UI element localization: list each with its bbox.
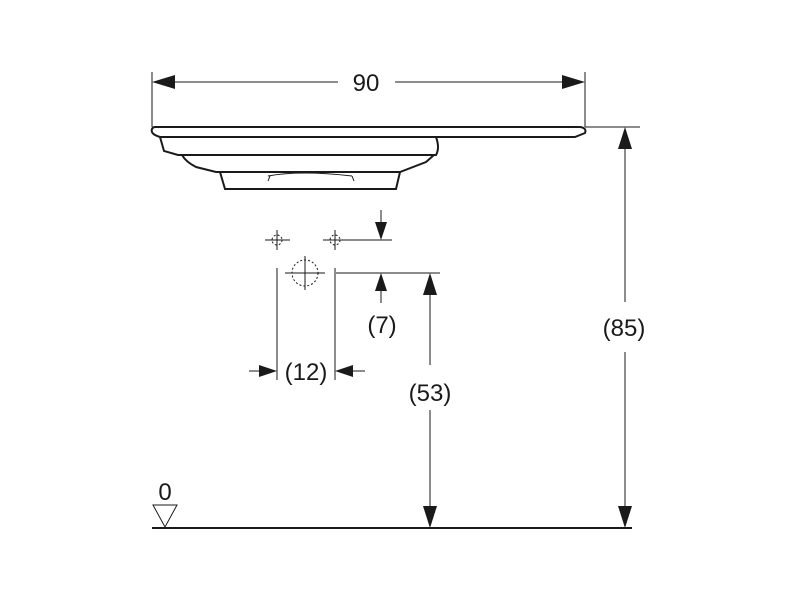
washbasin-profile xyxy=(150,126,587,190)
total-height-arrow-top xyxy=(618,127,632,149)
spacing-arrow-right xyxy=(335,365,353,377)
outlet-height-arrow-top xyxy=(423,273,437,295)
tap-right-symbol xyxy=(323,230,348,250)
tap-positions xyxy=(265,230,440,290)
width-label: 90 xyxy=(353,70,380,97)
outlet-symbol xyxy=(285,256,325,290)
spacing-arrow-left xyxy=(259,365,277,377)
floor-reference: 0 xyxy=(152,479,632,529)
level-triangle-icon xyxy=(152,504,178,529)
outlet-height-label: (53) xyxy=(409,380,452,407)
width-arrow-right xyxy=(562,75,585,89)
offset-arrow-up xyxy=(375,273,387,291)
tap-spacing-dimension: (12) xyxy=(249,268,365,386)
outlet-height-dimension: (53) xyxy=(409,273,452,528)
width-dimension: 90 xyxy=(151,70,586,127)
total-height-arrow-bottom xyxy=(618,506,632,528)
outlet-height-arrow-bottom xyxy=(423,506,437,528)
floor-level-label: 0 xyxy=(158,479,171,506)
offset-label: (7) xyxy=(367,312,396,339)
tap-spacing-label: (12) xyxy=(285,359,328,386)
offset-arrow-down xyxy=(375,222,387,240)
tap-left-symbol xyxy=(265,230,290,250)
offset-dimension: (7) xyxy=(367,210,397,339)
total-height-dimension: (85) xyxy=(585,126,646,528)
width-arrow-left xyxy=(152,75,175,89)
total-height-label: (85) xyxy=(603,315,646,342)
